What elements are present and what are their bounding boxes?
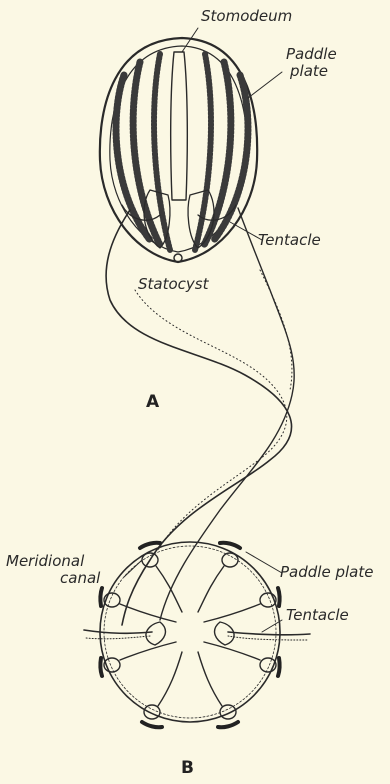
tentacle-b-left <box>84 630 152 633</box>
tentacle-sheath-b-left <box>146 622 166 645</box>
tentacle-a-fringe <box>135 290 287 550</box>
tentacle-sheath-b-right <box>215 622 235 645</box>
comb-row-a <box>154 54 170 250</box>
tentacle-a-second <box>160 208 294 620</box>
leader-paddle-plate-a <box>248 72 282 98</box>
body-outline-b <box>100 542 280 722</box>
label-statocyst: Statocyst <box>138 276 208 293</box>
tentacle-b-left-fringe <box>86 636 150 639</box>
tentacle-b-right <box>228 632 310 635</box>
stomodeum <box>171 52 188 200</box>
radial-canals-b <box>120 566 260 706</box>
label-meridional-canal-line2: canal <box>60 570 100 587</box>
leader-paddle-plate-b <box>246 552 282 573</box>
label-paddle-plate-b: Paddle plate <box>280 564 373 581</box>
label-stomodeum: Stomodeum <box>201 8 292 25</box>
label-paddle-plate-a-line2: plate <box>290 63 328 80</box>
label-paddle-plate-a-line1: Paddle <box>286 46 337 63</box>
label-meridional-canal-line1: Meridional <box>6 553 84 570</box>
paddle-plates-b <box>100 543 279 728</box>
figure-letter-b: B <box>181 758 194 778</box>
label-tentacle-a: Tentacle <box>258 232 321 249</box>
figure-letter-a: A <box>146 392 159 412</box>
tentacle-b-right-fringe <box>228 636 308 640</box>
label-tentacle-b: Tentacle <box>286 607 349 624</box>
statocyst <box>174 254 182 262</box>
tentacle-a-second-fringe <box>260 270 292 390</box>
canal-group-b <box>104 553 276 719</box>
